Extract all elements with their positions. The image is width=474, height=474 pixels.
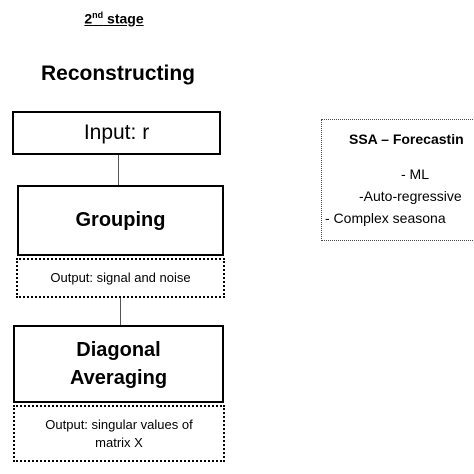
diagonal-averaging-box: Diagonal Averaging [13,325,224,403]
diagonal-averaging-line-2: Averaging [69,367,168,389]
stage-word: stage [107,10,144,27]
grouping-output-box: Output: signal and noise [16,258,225,298]
ssa-item-complex-seasonal: - Complex seasona [325,210,446,226]
section-title: Reconstructing [40,62,195,85]
stage-number: 2 [84,10,93,27]
connector-grouping-averaging [120,298,121,325]
ssa-forecasting-title: SSA – Forecastin [349,131,464,147]
connector-input-grouping [118,155,119,185]
ssa-item-ml: - ML [401,166,429,182]
averaging-output-box: Output: singular values of matrix X [13,405,225,462]
averaging-output-line-1: Output: singular values of [45,416,193,432]
averaging-output-line-2: matrix X [95,434,143,450]
grouping-label: Grouping [75,209,166,231]
ssa-item-auto-regressive: -Auto-regressive [359,188,462,204]
diagonal-averaging-line-1: Diagonal [76,339,161,361]
stage-label: 2nd stage [0,10,228,27]
input-box: Input: r [12,111,221,155]
stage-ordinal-suffix: nd [92,10,104,20]
diagonal-averaging-label: Diagonal Averaging [70,336,167,392]
input-label: Input: r [83,121,150,144]
averaging-output-label: Output: singular values of matrix X [45,416,192,452]
grouping-box: Grouping [17,185,224,256]
ssa-forecasting-box [321,119,474,241]
grouping-output-label: Output: signal and noise [50,270,191,285]
